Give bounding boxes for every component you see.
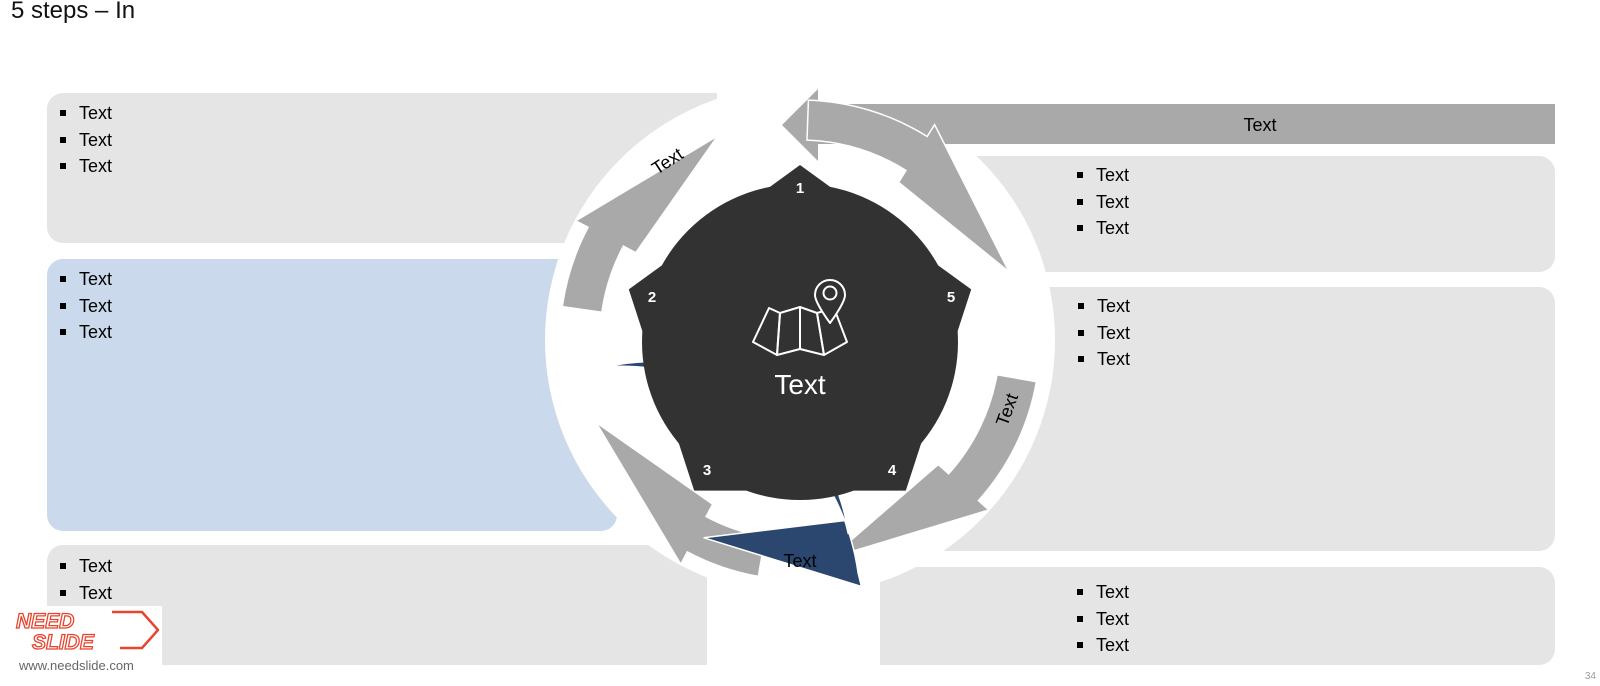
panel-bottom-right [880, 567, 1555, 665]
bullet-item: Text [1076, 579, 1129, 606]
bullet-item: Text [1076, 632, 1129, 659]
cycle-segments [561, 99, 1038, 588]
ring-arrow-top-left [561, 135, 719, 314]
panel-bottom-right-bullets: Text Text Text [1076, 579, 1129, 659]
slide-title: 5 steps – In [11, 0, 136, 24]
bullet-item: Text [1076, 162, 1129, 189]
bullet-item: Text [1076, 189, 1129, 216]
bullet-item: Text [59, 266, 112, 293]
logo-mark: NEED SLIDE [15, 609, 160, 655]
bullet-item: Text [1077, 320, 1130, 347]
bullet-item: Text [1076, 606, 1129, 633]
bullet-item: Text [59, 127, 112, 154]
page-number: 34 [1584, 671, 1596, 682]
panel-mid-right-bullets: Text Text Text [1077, 293, 1130, 373]
banner-arrow-label: Text [1243, 115, 1276, 135]
panel-mid-left-bullets: Text Text Text [59, 266, 112, 346]
bullet-item: Text [59, 153, 112, 180]
map-pin-icon [752, 279, 848, 356]
bullet-item: Text [59, 580, 112, 607]
bullet-item: Text [59, 100, 112, 127]
step-number-2: 2 [648, 289, 656, 306]
bullet-item: Text [59, 293, 112, 320]
logo-line-1: NEED [16, 610, 74, 633]
needslide-logo: NEED SLIDE www.needslide.com [10, 606, 162, 678]
logo-url: www.needslide.com [19, 658, 134, 673]
logo-line-2: SLIDE [32, 631, 95, 654]
step-number-4: 4 [888, 462, 897, 479]
panel-top-right-bullets: Text Text Text [1076, 162, 1129, 242]
bullet-item: Text [59, 319, 112, 346]
bullet-item: Text [59, 553, 112, 580]
bullet-item: Text [1077, 346, 1130, 373]
bullet-item: Text [1076, 215, 1129, 242]
step-number-5: 5 [947, 289, 955, 306]
banner-arrow [782, 89, 1555, 161]
step-number-3: 3 [703, 462, 711, 479]
panel-bottom-left-bullets: Text Text [59, 553, 112, 606]
center-label: Text [774, 369, 826, 400]
bullet-item: Text [1077, 293, 1130, 320]
panel-top-right [950, 156, 1555, 272]
step-number-1: 1 [796, 180, 804, 197]
panel-top-left-bullets: Text Text Text [59, 100, 112, 180]
arc-label-bottom: Text [783, 551, 816, 571]
ring-arrow-right [806, 99, 1010, 273]
panel-mid-left [47, 259, 617, 531]
